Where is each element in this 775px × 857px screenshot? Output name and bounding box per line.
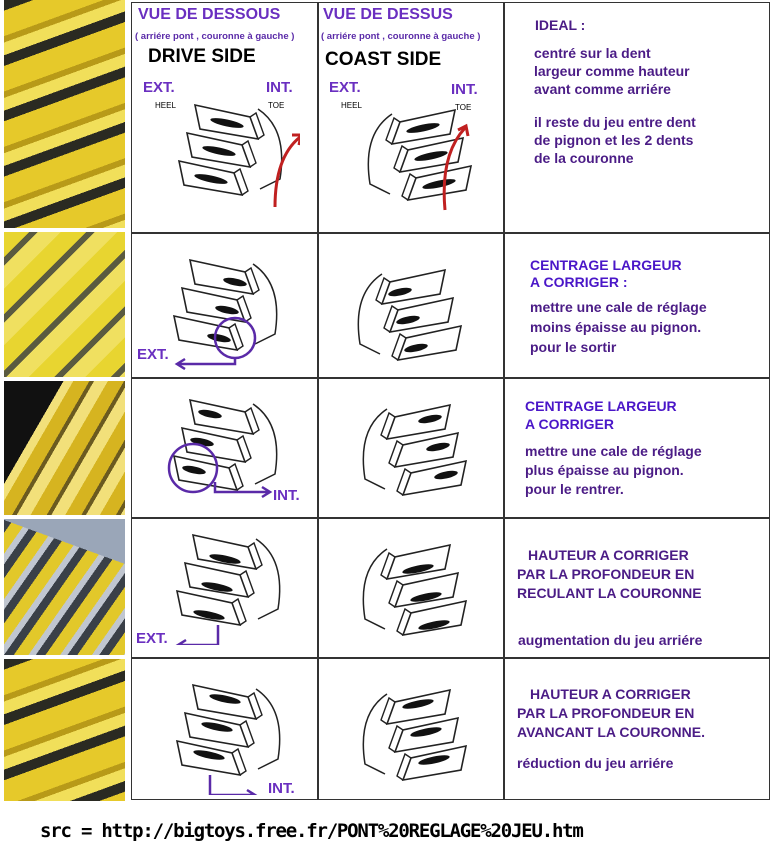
toe-label: TOE: [455, 103, 472, 112]
row5-title: AVANCANT LA COURONNE.: [517, 724, 705, 740]
arrow-label-ext: EXT.: [136, 630, 168, 647]
ideal-line: largeur comme hauteur: [534, 63, 690, 79]
ideal-line: de pignon et les 2 dents: [534, 132, 694, 148]
col1-subtitle: ( arriére pont , couronne à gauche ): [135, 31, 295, 42]
ideal-title: IDEAL :: [535, 17, 586, 33]
ext-label: EXT.: [329, 79, 361, 96]
coast-side-label: COAST SIDE: [325, 49, 442, 70]
toe-label: TOE: [268, 101, 285, 110]
gear-photo-ideal: [4, 0, 125, 228]
ideal-line: centré sur la dent: [534, 45, 651, 61]
gear-teeth-diagram: [362, 688, 468, 782]
row5-note: réduction du jeu arriére: [517, 755, 674, 771]
int-label: INT.: [266, 79, 293, 96]
heel-label: HEEL: [155, 101, 176, 110]
arrow-label-int: INT.: [273, 487, 300, 504]
col2-subtitle: ( arriére pont , couronne à gauche ): [321, 31, 481, 42]
row2-title: A CORRIGER :: [530, 274, 628, 290]
row3-line: mettre une cale de réglage: [525, 443, 702, 459]
row3-title: CENTRAGE LARGEUR: [525, 398, 677, 414]
row4-note: augmentation du jeu arriére: [518, 632, 703, 648]
gear-teeth-diagram: [167, 398, 278, 499]
row2-line: moins épaisse au pignon.: [530, 319, 702, 335]
heel-label: HEEL: [341, 101, 362, 110]
gear-teeth-diagram: [362, 543, 468, 637]
row3-line: plus épaisse au pignon.: [525, 462, 684, 478]
drive-side-label: DRIVE SIDE: [148, 46, 256, 67]
row3-line: pour le rentrer.: [525, 481, 624, 497]
gear-photo-width-out: [4, 232, 125, 377]
source-url: src = http://bigtoys.free.fr/PONT%20REGL…: [40, 820, 584, 842]
ideal-line: avant comme arriére: [534, 81, 671, 97]
row2-line: mettre une cale de réglage: [530, 299, 707, 315]
ideal-line: il reste du jeu entre dent: [534, 114, 696, 130]
ideal-line: de la couronne: [534, 150, 634, 166]
gear-teeth-diagram: [367, 108, 473, 211]
row2-line: pour le sortir: [530, 339, 617, 355]
row4-title: PAR LA PROFONDEUR EN: [517, 566, 695, 582]
gear-teeth-diagram: [362, 403, 468, 497]
ext-label: EXT.: [143, 79, 175, 96]
row5-title: PAR LA PROFONDEUR EN: [517, 705, 695, 721]
gear-teeth-diagram: [175, 683, 281, 795]
gear-teeth-diagram: [357, 268, 463, 362]
arrow-label-ext: EXT.: [137, 346, 169, 363]
gear-photo-height-back: [4, 519, 125, 655]
col2-title: VUE DE DESSUS: [323, 6, 453, 23]
gear-teeth-diagram: [175, 533, 281, 645]
gear-pattern-table: [131, 2, 770, 800]
gear-teeth-diagram: [177, 103, 300, 208]
gear-photo-height-forward: [4, 659, 125, 801]
arrow-label-int: INT.: [268, 780, 295, 797]
row4-title: HAUTEUR A CORRIGER: [528, 547, 689, 563]
gear-teeth-diagram: [172, 258, 278, 370]
col1-title: VUE DE DESSOUS: [138, 6, 281, 23]
gear-photo-width-in: [4, 381, 125, 515]
row2-title: CENTRAGE LARGEUR: [530, 257, 682, 273]
row4-title: RECULANT LA COURONNE: [517, 585, 702, 601]
row5-title: HAUTEUR A CORRIGER: [530, 686, 691, 702]
row3-title: A CORRIGER: [525, 416, 614, 432]
int-label: INT.: [451, 81, 478, 98]
